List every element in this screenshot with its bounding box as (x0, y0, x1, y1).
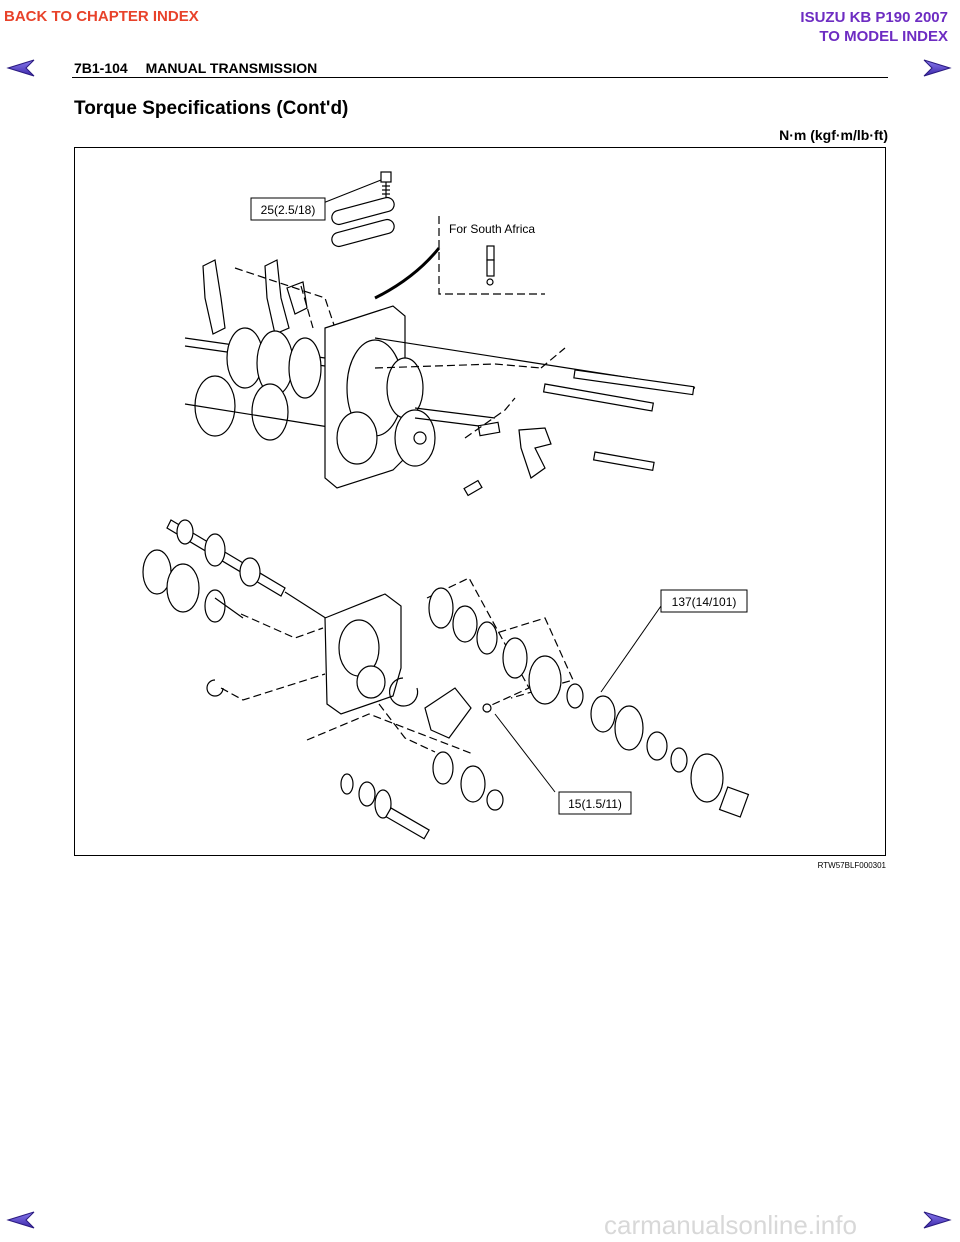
mainshaft-icon (166, 519, 286, 597)
svg-text:15(1.5/11): 15(1.5/11) (568, 797, 622, 811)
units-label: N·m (kgf·m/lb·ft) (779, 127, 888, 143)
callout-text: 25(2.5/18) (261, 203, 316, 217)
bearing-retainer-icon (424, 687, 492, 739)
next-page-arrow-icon[interactable] (922, 1210, 952, 1230)
page-title: Torque Specifications (Cont'd) (74, 98, 349, 119)
to-model-index-link[interactable]: TO MODEL INDEX (819, 28, 948, 45)
shift-fork-icon (202, 259, 308, 335)
detent-spring-icon (486, 245, 495, 286)
lock-plate-icon (331, 196, 395, 248)
counter-gear-icon (142, 549, 244, 623)
prev-page-arrow-icon[interactable] (6, 1210, 36, 1230)
shift-rail-icon (374, 337, 696, 471)
section-number: 7B1-104 (74, 60, 128, 76)
prev-page-arrow-icon[interactable] (6, 58, 36, 78)
torque-callout-plate-bolt: 15(1.5/11) (558, 791, 632, 815)
figure-frame: 25(2.5/18) For South Africa 137(14/101) … (74, 147, 886, 856)
gear-icon (428, 587, 562, 705)
bearing-icon (566, 683, 750, 818)
svg-text:137(14/101): 137(14/101) (672, 595, 737, 609)
center-plate-icon (324, 593, 402, 715)
snap-ring-icon (206, 677, 419, 707)
reverse-idler-icon (340, 751, 504, 840)
south-africa-label: For South Africa (449, 222, 535, 236)
gear-shaft-assembly-icon (184, 327, 336, 441)
exploded-transmission-diagram: 25(2.5/18) For South Africa 137(14/101) … (142, 171, 750, 840)
torque-callout-top-bolt: 25(2.5/18) (250, 197, 326, 221)
header-rule (72, 77, 888, 78)
shift-fork-icon (518, 427, 552, 479)
intermediate-plate-icon (324, 305, 406, 489)
detent-spring-icon (463, 421, 501, 497)
page-header: 7B1-104 MANUAL TRANSMISSION (74, 60, 331, 76)
bolt-icon (380, 171, 392, 200)
figure-id: RTW57BLF000301 (817, 861, 886, 870)
torque-callout-main-nut: 137(14/101) (660, 589, 748, 613)
top-right-nav: ISUZU KB P190 2007 TO MODEL INDEX (800, 8, 948, 46)
gear-shaft-assembly-icon (386, 357, 496, 467)
svg-text:For South Africa: For South Africa (449, 222, 535, 236)
watermark: carmanualsonline.info (604, 1210, 857, 1240)
next-page-arrow-icon[interactable] (922, 58, 952, 78)
chapter-name: MANUAL TRANSMISSION (145, 60, 318, 76)
document-title: ISUZU KB P190 2007 (800, 9, 948, 26)
back-to-chapter-index-link[interactable]: BACK TO CHAPTER INDEX (4, 8, 199, 25)
